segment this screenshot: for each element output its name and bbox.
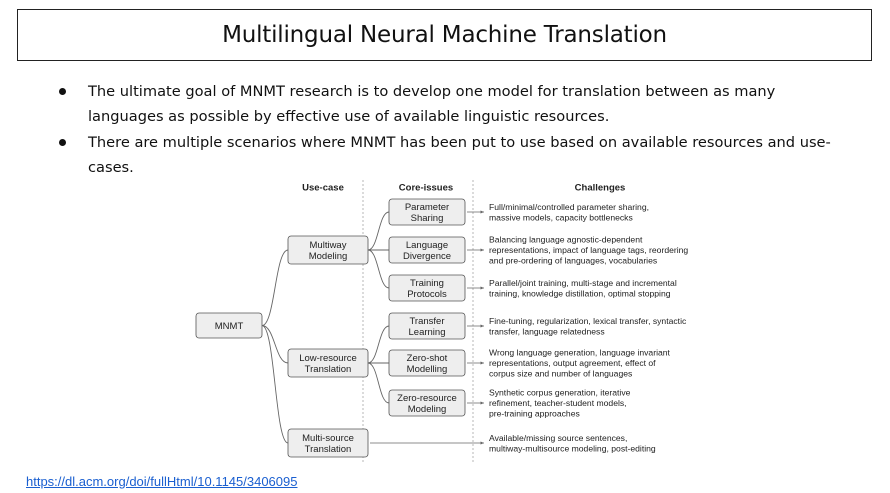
root-node-label: MNMT [215, 321, 244, 332]
core-issue-node-box [388, 389, 466, 417]
challenge-text: Parallel/joint training, multi-stage and… [489, 278, 677, 299]
title-box: Multilingual Neural Machine Translation [17, 9, 872, 61]
core-issue-node-box [388, 198, 466, 226]
challenge-text: Fine-tuning, regularization, lexical tra… [489, 316, 687, 337]
root-to-usecase-edge [261, 325, 289, 364]
usecase-to-issue-edge [367, 249, 390, 289]
bullet-item: There are multiple scenarios where MNMT … [55, 130, 855, 180]
reference-link[interactable]: https://dl.acm.org/doi/fullHtml/10.1145/… [26, 474, 298, 489]
header-use-case: Use-case [302, 182, 344, 193]
usecase-node-box [287, 428, 369, 458]
root-to-usecase-edge [261, 325, 289, 444]
challenge-text: Wrong language generation, language inva… [489, 348, 671, 379]
root-to-usecase-edge [261, 249, 289, 326]
core-issue-node-box [388, 274, 466, 302]
header-core-issues: Core-issues [399, 182, 453, 193]
challenge-text: Available/missing source sentences,multi… [489, 433, 656, 454]
usecase-to-issue-edge [367, 211, 390, 251]
bullet-item: The ultimate goal of MNMT research is to… [55, 79, 855, 129]
challenge-text: Full/minimal/controlled parameter sharin… [489, 202, 649, 223]
header-challenges: Challenges [575, 182, 626, 193]
usecase-to-issue-edge [367, 362, 390, 404]
usecase-to-issue-edge [367, 325, 390, 364]
bullet-list: The ultimate goal of MNMT research is to… [55, 79, 855, 181]
core-issue-node-box [388, 349, 466, 377]
slide-title: Multilingual Neural Machine Translation [222, 22, 667, 48]
core-issue-node-box [388, 236, 466, 264]
core-issue-node-box [388, 312, 466, 340]
